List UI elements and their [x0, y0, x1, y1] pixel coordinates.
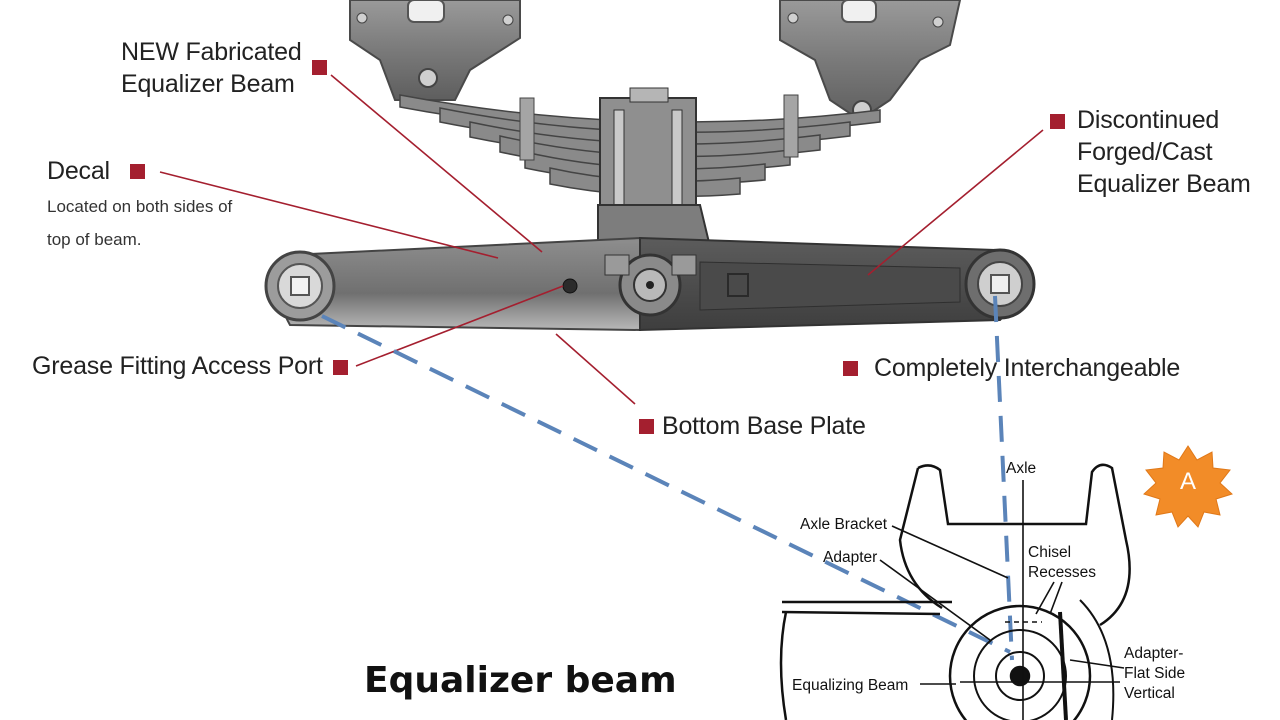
- axle-annotation: Axle: [1006, 460, 1036, 477]
- leaf-spring-stack: [399, 94, 881, 198]
- badge-letter: A: [1179, 468, 1196, 495]
- equalizer-beam-body: [279, 236, 1015, 332]
- center-pivot: [604, 253, 697, 317]
- callout-discontinued-beam: Discontinued Forged/Cast Equalizer Beam: [1077, 106, 1251, 198]
- chisel-annotation-line2: Recesses: [1028, 564, 1096, 581]
- callout-decal-note: Located on both sides of top of beam.: [47, 197, 233, 249]
- callout-bullet: [130, 164, 145, 179]
- callout-grease-fitting: Grease Fitting Access Port: [32, 352, 323, 380]
- callout-new-fabricated-beam: NEW Fabricated Equalizer Beam: [121, 38, 302, 98]
- detail-annotations: Axle Axle Bracket Adapter Chisel Recesse…: [792, 460, 1185, 702]
- equalizing-beam-annotation: Equalizing Beam: [792, 677, 908, 694]
- callout-interchangeable: Completely Interchangeable: [874, 354, 1181, 382]
- left-end-bushing: [264, 250, 336, 322]
- callout-leaders: [159, 74, 1044, 405]
- callout-bullet: [1050, 114, 1065, 129]
- chisel-annotation-line1: Chisel: [1028, 544, 1071, 561]
- callout-bottom-base-plate: Bottom Base Plate: [662, 412, 866, 440]
- flat-side-annotation-line3: Vertical: [1124, 685, 1175, 702]
- right-hanger-bracket: [779, 0, 962, 122]
- axle-bracket-detail: [779, 463, 1131, 720]
- left-hanger-bracket: [349, 0, 521, 101]
- axle-bracket-annotation: Axle Bracket: [800, 516, 888, 533]
- badge-starburst: [1143, 445, 1233, 528]
- callout-bullet: [639, 419, 654, 434]
- dashed-link-lines: [321, 295, 1014, 661]
- flat-side-annotation-line2: Flat Side: [1124, 665, 1185, 682]
- callout-decal: Decal: [47, 157, 110, 185]
- slide-caption: Equalizer beam: [364, 660, 677, 701]
- flat-side-annotation-line1: Adapter-: [1124, 645, 1183, 662]
- callout-bullet: [843, 361, 858, 376]
- callout-bullet: [333, 360, 348, 375]
- right-end-bushing: [964, 248, 1036, 320]
- adapter-annotation: Adapter: [823, 549, 877, 566]
- callout-bullet: [312, 60, 327, 75]
